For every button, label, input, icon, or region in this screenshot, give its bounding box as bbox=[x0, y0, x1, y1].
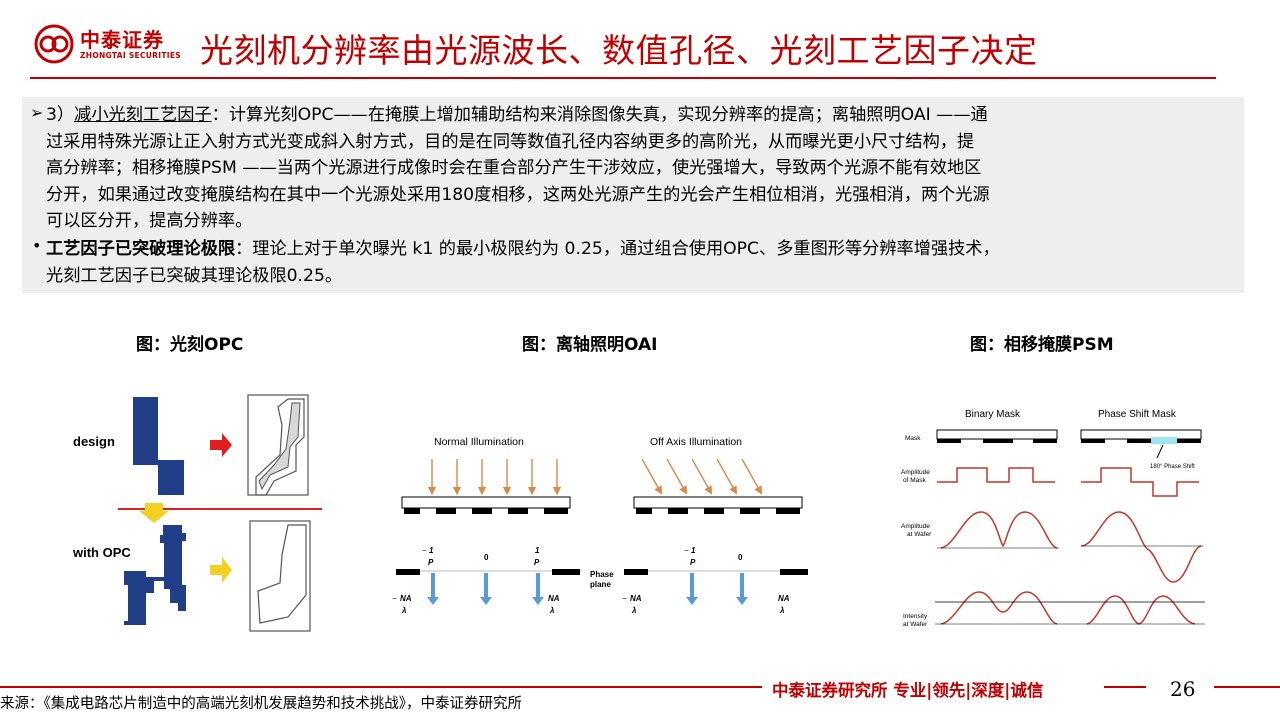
caption-oai: 图：离轴照明OAI bbox=[522, 335, 658, 355]
p2-bold-term: 工艺因子已突破理论极限 bbox=[46, 239, 236, 259]
psm-amplitude-mask-curve bbox=[1081, 467, 1199, 497]
p1-line4: 分开，如果通过改变掩膜结构在其中一个光源处采用180度相移，这两处光源产生的光会… bbox=[46, 184, 990, 205]
binary-intensity-curve bbox=[940, 591, 1058, 625]
phase-shift-mask-title: Phase Shift Mask bbox=[1098, 409, 1177, 420]
yellow-down-arrow-icon bbox=[139, 503, 169, 523]
arrow-bullet-icon: ➢ bbox=[30, 103, 44, 122]
design-print-contour bbox=[255, 398, 305, 496]
psm-amplitude-wafer-curve bbox=[1080, 511, 1202, 583]
caption-opc: 图：光刻OPC bbox=[136, 335, 244, 355]
p2-line1: ：理论上对于单次曝光 k1 的最小极限约为 0.25，通过组合使用OPC、多重图… bbox=[235, 239, 1000, 259]
psm-intensity-curve bbox=[1086, 595, 1196, 625]
svg-text:of Mask: of Mask bbox=[903, 477, 927, 484]
normal-pupil-plane bbox=[396, 569, 582, 575]
p1-lead: 3） bbox=[46, 105, 75, 125]
svg-text:−: − bbox=[392, 594, 397, 603]
red-arrow-icon bbox=[210, 433, 232, 457]
opc-print-contour bbox=[257, 524, 307, 624]
svg-text:at Wafer: at Wafer bbox=[903, 621, 928, 628]
svg-text:NA: NA bbox=[548, 594, 560, 603]
off-axis-illumination-label: Off Axis Illumination bbox=[650, 436, 742, 448]
design-label: design bbox=[73, 434, 115, 449]
svg-text:NA: NA bbox=[630, 594, 642, 603]
header: 中泰证券 ZHONGTAI SECURITIES 光刻机分辨率由光源波长、数值孔… bbox=[0, 0, 1280, 80]
design-mask-shape bbox=[133, 397, 184, 495]
title-divider bbox=[30, 77, 1216, 79]
p1-line2: 过采用特殊光源让正入射方式光变成斜入射方式，目的是在同等数值孔径内容纳更多的高阶… bbox=[46, 131, 975, 152]
page-number: 26 bbox=[1170, 677, 1196, 701]
page-title: 光刻机分辨率由光源波长、数值孔径、光刻工艺因子决定 bbox=[200, 31, 1038, 70]
company-logo[interactable]: 中泰证券 ZHONGTAI SECURITIES bbox=[34, 22, 194, 70]
p2-line2: 光刻工艺因子已突破其理论极限0.25。 bbox=[46, 265, 343, 286]
phase-shift-label: 180° Phase Shift bbox=[1150, 464, 1195, 470]
opc-figure: design with OPC bbox=[72, 394, 322, 632]
yellow-arrow-icon bbox=[210, 557, 232, 583]
off-axis-pupil-plane bbox=[624, 569, 808, 575]
svg-text:Intensity: Intensity bbox=[903, 613, 928, 620]
svg-text:plane: plane bbox=[590, 580, 611, 589]
svg-text:0: 0 bbox=[484, 553, 489, 562]
paragraph-litho-factor: 3）减小光刻工艺因子：计算光刻OPC——在掩膜上增加辅助结构来消除图像失真，实现… bbox=[46, 102, 1230, 235]
svg-text:1: 1 bbox=[691, 546, 696, 555]
p1-line1: ：计算光刻OPC——在掩膜上增加辅助结构来消除图像失真，实现分辨率的提高；离轴照… bbox=[211, 105, 988, 125]
p1-line3: 高分辨率；相移掩膜PSM ——当两个光源进行成像时会在重合部分产生干涉效应，使光… bbox=[46, 158, 982, 178]
logo-text-cn: 中泰证券 bbox=[80, 28, 164, 52]
svg-text:Amplitude: Amplitude bbox=[901, 523, 930, 530]
svg-text:−: − bbox=[684, 546, 689, 555]
svg-text:λ: λ bbox=[631, 606, 636, 615]
off-axis-mask bbox=[633, 496, 803, 514]
p1-underlined-term: 减小光刻工艺因子 bbox=[74, 105, 212, 125]
svg-text:λ: λ bbox=[401, 606, 406, 615]
svg-text:−: − bbox=[622, 594, 627, 603]
oai-figure: Normal Illumination Off Axis Illuminatio… bbox=[392, 436, 808, 615]
svg-text:λ: λ bbox=[779, 606, 784, 615]
phase-shifter-block bbox=[1151, 437, 1177, 444]
oai-formula-labels: − 1 P 0 1 P Phase plane − NA λ NA λ − 1 … bbox=[392, 546, 790, 615]
psm-figure: Binary Mask Phase Shift Mask Mask Amplit… bbox=[901, 409, 1205, 628]
normal-illumination-label: Normal Illumination bbox=[434, 436, 524, 448]
summary-textbox bbox=[22, 97, 1244, 293]
dot-bullet-icon: • bbox=[32, 236, 42, 255]
footer-divider-left bbox=[0, 686, 762, 688]
with-opc-label: with OPC bbox=[72, 545, 131, 560]
normal-illumination-rays bbox=[427, 459, 562, 496]
psm-row-labels: Mask Amplitude of Mask Amplitude at Wafe… bbox=[901, 435, 932, 628]
svg-text:Phase: Phase bbox=[590, 570, 614, 579]
p1-line5: 可以区分开，提高分辨率。 bbox=[46, 211, 253, 231]
source-note: 来源：《集成电路芯片制造中的高端光刻机发展趋势和技术挑战》，中泰证券研究所 bbox=[0, 696, 522, 712]
binary-mask-plate bbox=[936, 429, 1058, 443]
footer-divider-mid bbox=[1104, 686, 1146, 688]
svg-text:Amplitude: Amplitude bbox=[901, 469, 930, 476]
normal-mask bbox=[401, 496, 571, 514]
binary-amplitude-mask-curve bbox=[937, 467, 1055, 483]
binary-mask-title: Binary Mask bbox=[965, 409, 1021, 420]
svg-text:λ: λ bbox=[549, 606, 554, 615]
svg-text:P: P bbox=[534, 558, 540, 567]
svg-text:P: P bbox=[690, 558, 696, 567]
logo-text-en: ZHONGTAI SECURITIES bbox=[80, 51, 181, 60]
off-axis-illumination-rays bbox=[641, 458, 763, 495]
svg-text:NA: NA bbox=[400, 594, 412, 603]
binary-amplitude-wafer-curve bbox=[940, 511, 1058, 549]
svg-text:1: 1 bbox=[535, 546, 540, 555]
diffraction-order-arrows bbox=[427, 573, 748, 605]
paragraph-theory-limit: 工艺因子已突破理论极限：理论上对于单次曝光 k1 的最小极限约为 0.25，通过… bbox=[46, 236, 1230, 289]
footer-divider-right bbox=[1214, 686, 1280, 688]
svg-text:Mask: Mask bbox=[905, 435, 921, 442]
svg-text:P: P bbox=[428, 558, 434, 567]
footer-slogan: 中泰证券研究所 专业|领先|深度|诚信 bbox=[772, 681, 1044, 700]
phase-shift-mask-plate: 180° Phase Shift bbox=[1080, 429, 1202, 470]
logo-emblem-icon bbox=[34, 24, 74, 64]
caption-psm: 图：相移掩膜PSM bbox=[970, 335, 1114, 355]
svg-text:0: 0 bbox=[738, 553, 743, 562]
svg-text:−: − bbox=[422, 546, 427, 555]
svg-text:NA: NA bbox=[778, 594, 790, 603]
svg-text:1: 1 bbox=[429, 546, 434, 555]
opc-mask-shape bbox=[124, 525, 186, 625]
svg-text:at Wafer: at Wafer bbox=[907, 531, 932, 538]
